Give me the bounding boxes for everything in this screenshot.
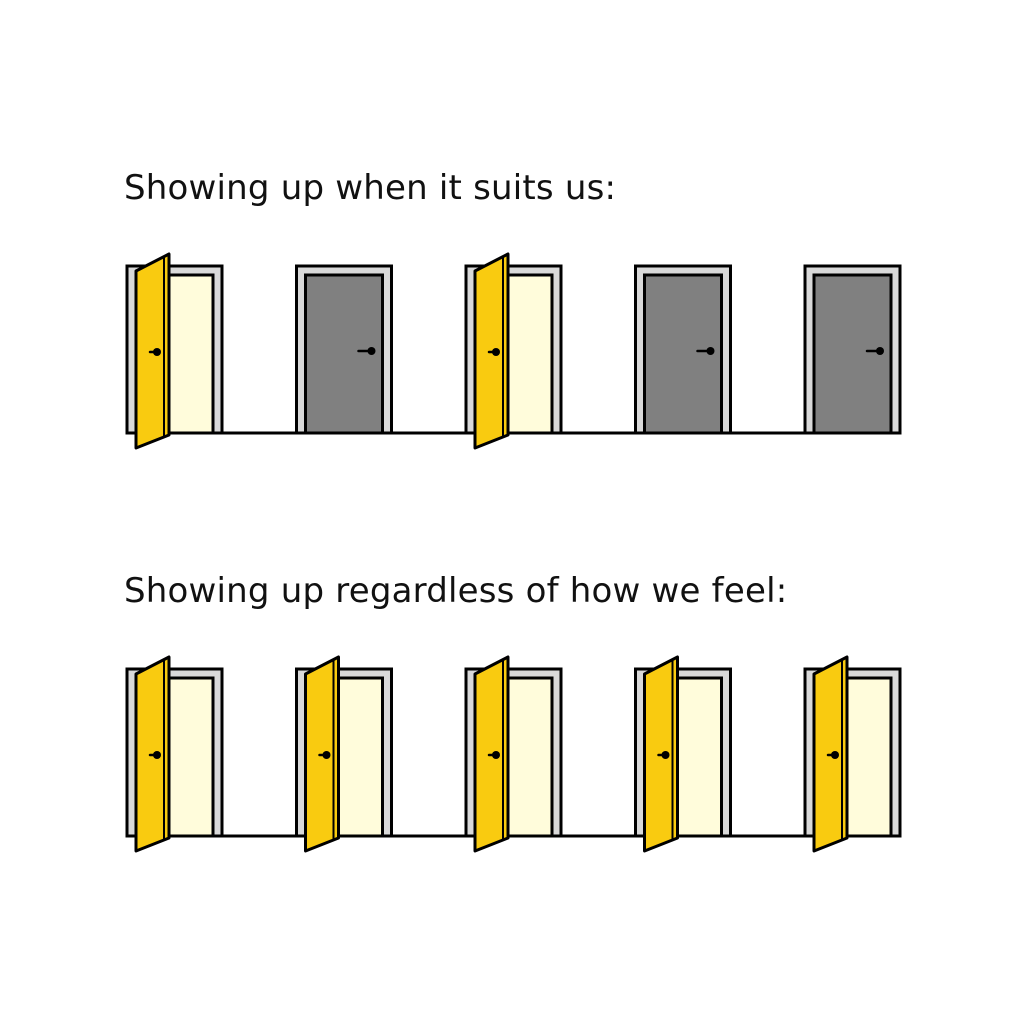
closed-door: [634, 264, 732, 435]
open-door: [125, 252, 224, 450]
door-row-regardless-of-feeling: [0, 643, 1024, 873]
door-row-illustration: [125, 252, 902, 450]
caption-when-it-suits-us: Showing up when it suits us:: [124, 168, 617, 208]
door-row-when-it-suits-us: [0, 240, 1024, 470]
open-door: [125, 655, 224, 853]
caption-regardless-of-feeling: Showing up regardless of how we feel:: [124, 571, 788, 611]
open-door: [464, 252, 563, 450]
closed-door: [295, 264, 393, 435]
door-row-illustration: [125, 655, 902, 853]
closed-door: [803, 264, 902, 435]
open-door: [295, 655, 393, 853]
open-door: [803, 655, 902, 853]
open-door: [464, 655, 563, 853]
open-door: [634, 655, 732, 853]
